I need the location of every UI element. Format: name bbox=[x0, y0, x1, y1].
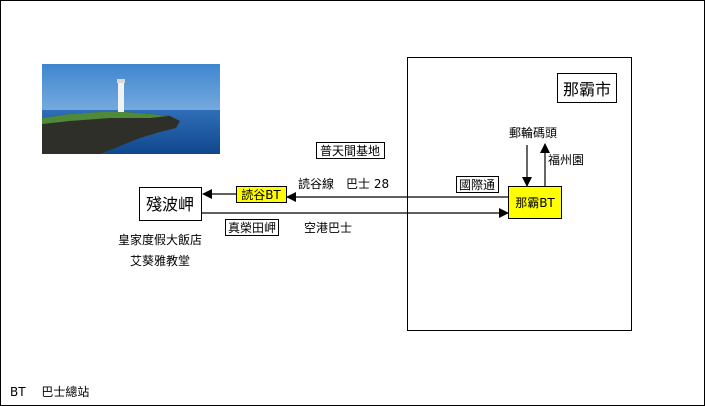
maeda-misaki-label: 真榮田岬 bbox=[228, 221, 276, 235]
legend-label: BT 巴士總站 bbox=[10, 384, 89, 399]
zanpa-misaki-label: 殘波岬 bbox=[146, 195, 194, 214]
church-label: 艾葵雅教堂 bbox=[130, 253, 190, 268]
lighthouse-photo bbox=[42, 64, 220, 154]
futenma-label: 普天間基地 bbox=[320, 144, 380, 158]
hotel-label: 皇家度假大飯店 bbox=[118, 232, 202, 247]
cruise-terminal-label: 郵輪碼頭 bbox=[509, 125, 557, 140]
airport-bus-label: 空港巴士 bbox=[304, 221, 352, 235]
yomitan-line-label: 読谷線 巴士 28 bbox=[298, 176, 389, 191]
naha-bt-label: 那霸BT bbox=[515, 196, 555, 210]
naha-city-label: 那霸市 bbox=[563, 80, 611, 99]
yomitan-bt-label: 読谷BT bbox=[241, 187, 281, 202]
kokusai-dori-label: 國際通 bbox=[459, 178, 495, 192]
fukushuen-label: 福州園 bbox=[548, 152, 584, 167]
